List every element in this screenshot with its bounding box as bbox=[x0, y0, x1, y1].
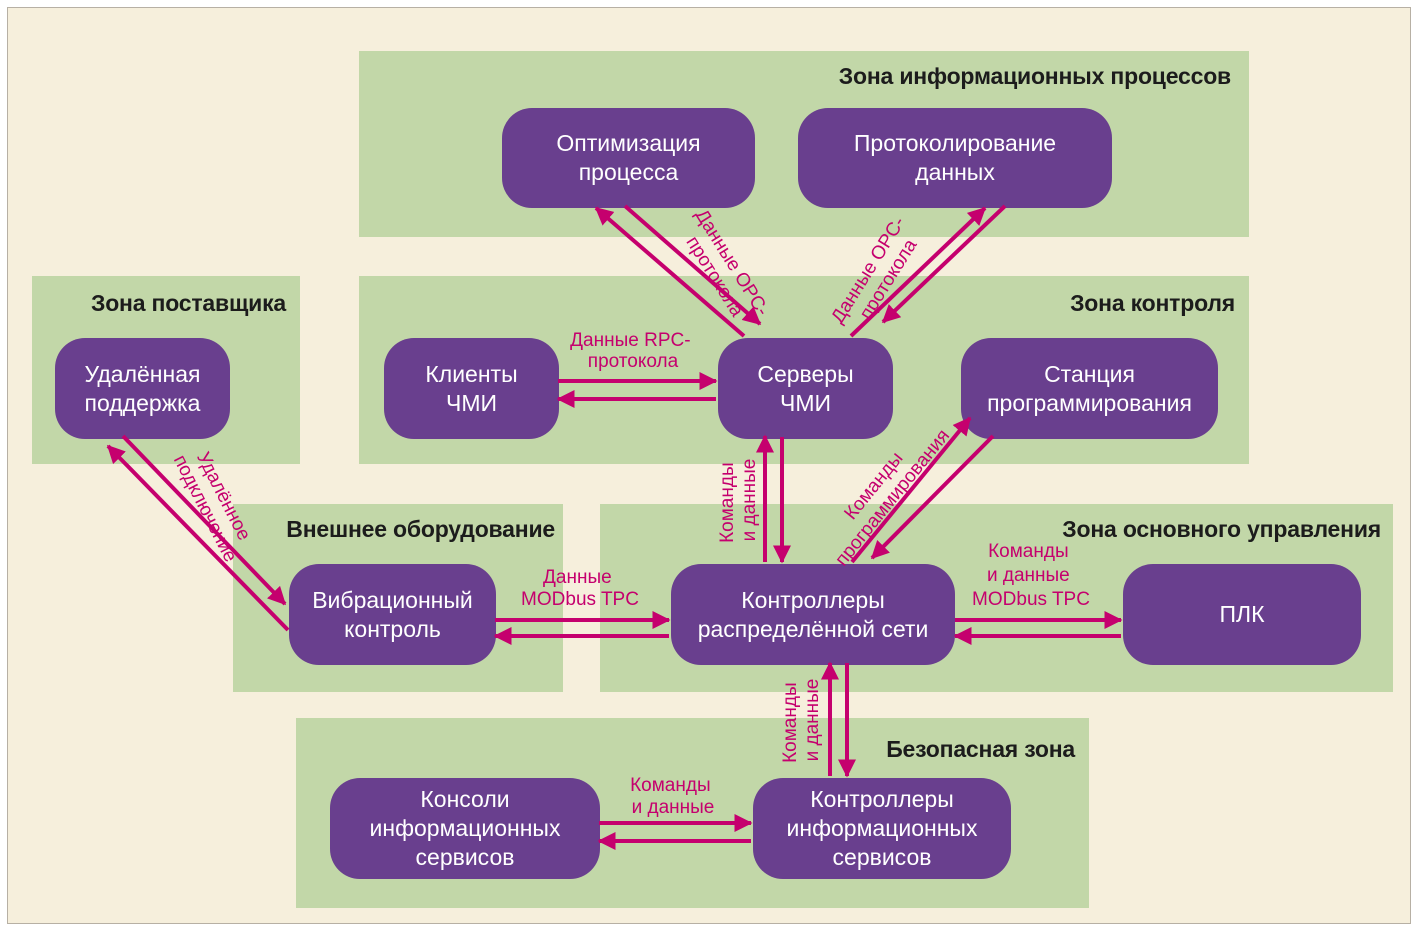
node-programming-station: Станция программирования bbox=[961, 338, 1218, 439]
node-label: Консоли bbox=[420, 786, 510, 812]
arrow-remote-to-vibration bbox=[121, 434, 287, 606]
arrow-logging-to-hmi bbox=[881, 204, 1007, 324]
diagram-canvas: Зона информационных процессов Зона поста… bbox=[7, 7, 1411, 924]
label-line: протокола bbox=[588, 351, 679, 372]
arrow-programming-to-dcs bbox=[870, 434, 995, 560]
node-vibration-control: Вибрационный контроль bbox=[289, 564, 496, 665]
node-plc: ПЛК bbox=[1123, 564, 1361, 665]
label-line: MODbus TPC bbox=[521, 589, 639, 610]
label-commands-consoles: Команды и данные bbox=[630, 775, 716, 818]
node-label: Станция bbox=[1044, 360, 1135, 387]
node-remote-support: Удалённая поддержка bbox=[55, 338, 230, 439]
node-label: Оптимизация bbox=[556, 130, 701, 156]
node-label: сервисов bbox=[832, 844, 932, 870]
node-label: Вибрационный bbox=[312, 586, 473, 613]
label-modbus-plc: Команды и данные MODbus TPC bbox=[972, 541, 1090, 610]
node-process-optimization: Оптимизация процесса bbox=[502, 108, 755, 208]
node-info-service-consoles: Консоли информационных сервисов bbox=[330, 778, 600, 879]
node-label: Клиенты bbox=[425, 360, 518, 387]
label-modbus-vibration: Данные MODbus TPC bbox=[521, 567, 639, 610]
arrow-optimization-to-hmi bbox=[623, 204, 762, 326]
node-label: процесса bbox=[578, 159, 679, 185]
label-line: Команды bbox=[630, 775, 711, 796]
node-label: Протоколирование bbox=[853, 130, 1057, 156]
node-info-service-controllers: Контроллеры информационных сервисов bbox=[753, 778, 1011, 879]
node-label: Контроллеры bbox=[810, 786, 954, 812]
node-label: Контроллеры bbox=[741, 586, 885, 613]
label-line: Данные bbox=[543, 567, 612, 588]
arrow-hmi-to-optimization bbox=[594, 206, 746, 338]
zone-safe-title: Безопасная зона bbox=[886, 736, 1075, 762]
label-line: MODbus TPC bbox=[972, 589, 1090, 610]
label-line: и данные bbox=[632, 797, 715, 818]
label-commands-hmi: Команды и данные bbox=[717, 457, 760, 543]
node-label: информационных bbox=[786, 815, 978, 841]
node-data-logging: Протоколирование данных bbox=[798, 108, 1112, 208]
zone-external-equipment-title: Внешнее оборудование bbox=[286, 516, 555, 542]
label-remote-connection: Удалённое подключение bbox=[169, 442, 260, 566]
node-label: распределённой сети bbox=[697, 615, 929, 642]
zone-main-control-title: Зона основного управления bbox=[1062, 516, 1381, 542]
arrow-vibration-to-remote bbox=[106, 444, 290, 632]
arrow-hmi-to-logging bbox=[849, 206, 987, 338]
node-label: Серверы bbox=[757, 360, 854, 387]
node-label: данных bbox=[915, 159, 995, 185]
label-line: Данные RPC- bbox=[570, 330, 690, 351]
label-line: Команды bbox=[988, 541, 1069, 562]
node-label: сервисов bbox=[415, 844, 515, 870]
zone-info-processes-title: Зона информационных процессов bbox=[838, 63, 1231, 89]
node-label: поддержка bbox=[84, 389, 201, 416]
arrow-dcs-to-programming bbox=[850, 416, 972, 564]
node-hmi-servers: Серверы ЧМИ bbox=[718, 338, 893, 439]
zone-supplier-title: Зона поставщика bbox=[90, 290, 286, 316]
label-commands-safe: Команды и данные bbox=[780, 677, 823, 763]
node-label: программирования bbox=[987, 389, 1192, 416]
node-dcs-controllers: Контроллеры распределённой сети bbox=[671, 564, 955, 665]
label-line: и данные bbox=[802, 679, 823, 762]
label-rpc: Данные RPC- протокола bbox=[570, 330, 696, 372]
node-hmi-clients: Клиенты ЧМИ bbox=[384, 338, 559, 439]
node-label: ЧМИ bbox=[445, 389, 498, 416]
zone-control-title: Зона контроля bbox=[1070, 290, 1235, 316]
node-label: Удалённая bbox=[84, 360, 201, 387]
label-line: Команды bbox=[780, 682, 801, 763]
node-label: контроль bbox=[344, 615, 441, 642]
label-line: и данные bbox=[987, 565, 1070, 586]
label-line: Команды bbox=[717, 462, 738, 543]
node-label: ЧМИ bbox=[779, 389, 832, 416]
node-label: информационных bbox=[369, 815, 561, 841]
label-line: и данные bbox=[739, 459, 760, 542]
node-label: ПЛК bbox=[1219, 601, 1265, 627]
